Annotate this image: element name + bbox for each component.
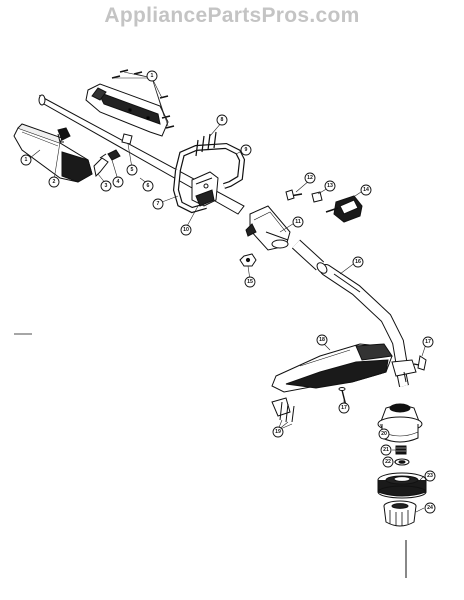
svg-text:1: 1 — [25, 157, 28, 163]
callout-6[interactable]: 6 — [142, 180, 154, 192]
svg-text:16: 16 — [355, 259, 361, 265]
hex-nut[interactable] — [239, 253, 257, 267]
svg-text:5: 5 — [131, 167, 134, 173]
guard-bracket[interactable] — [391, 355, 427, 383]
throttle-spring[interactable] — [107, 149, 121, 161]
callout-17-lower[interactable]: 17 — [338, 402, 350, 414]
coupler-bolt[interactable] — [285, 189, 303, 201]
callout-21[interactable]: 21 — [380, 444, 392, 456]
svg-text:3: 3 — [105, 183, 108, 189]
line-spool[interactable] — [377, 472, 427, 499]
svg-text:23: 23 — [427, 473, 433, 479]
svg-text:10: 10 — [183, 227, 189, 233]
svg-text:12: 12 — [307, 175, 313, 181]
svg-text:21: 21 — [383, 447, 389, 453]
svg-text:15: 15 — [247, 279, 253, 285]
svg-text:13: 13 — [327, 183, 333, 189]
handle-housing-left[interactable] — [13, 123, 93, 183]
line-cutter-blade[interactable] — [271, 397, 295, 423]
spring[interactable] — [395, 445, 407, 455]
callout-12[interactable]: 12 — [304, 172, 316, 184]
coupler-pin[interactable] — [311, 191, 323, 203]
svg-text:8: 8 — [221, 117, 224, 123]
callout-13[interactable]: 13 — [324, 180, 336, 192]
callout-1-top[interactable]: 1 — [146, 70, 158, 82]
callout-20[interactable]: 20 — [378, 428, 390, 440]
callout-23[interactable]: 23 — [424, 470, 436, 482]
callout-19[interactable]: 19 — [272, 426, 284, 438]
callout-17-upper[interactable]: 17 — [422, 336, 434, 348]
callout-14[interactable]: 14 — [360, 184, 372, 196]
lockout-button[interactable] — [121, 133, 133, 145]
svg-text:7: 7 — [157, 201, 160, 207]
callout-3[interactable]: 3 — [100, 180, 112, 192]
handle-screws[interactable] — [195, 131, 217, 157]
svg-text:17: 17 — [341, 405, 347, 411]
callout-4[interactable]: 4 — [112, 176, 124, 188]
callout-24[interactable]: 24 — [424, 502, 436, 514]
callout-8[interactable]: 8 — [216, 114, 228, 126]
spool-cover[interactable] — [377, 403, 423, 443]
svg-text:20: 20 — [381, 431, 387, 437]
callout-7[interactable]: 7 — [152, 198, 164, 210]
callout-5[interactable]: 5 — [126, 164, 138, 176]
watermark-text: AppliancePartsPros.com — [104, 4, 360, 27]
svg-text:18: 18 — [319, 337, 325, 343]
svg-text:24: 24 — [427, 505, 433, 511]
throttle-lever[interactable] — [93, 153, 109, 178]
housing-screws[interactable] — [111, 69, 175, 129]
callout-11[interactable]: 11 — [292, 216, 304, 228]
callout-1-left[interactable]: 1 — [20, 154, 32, 166]
svg-text:2: 2 — [53, 179, 56, 185]
callout-2[interactable]: 2 — [48, 176, 60, 188]
svg-text:11: 11 — [295, 219, 301, 225]
coupler-knob[interactable] — [325, 195, 363, 223]
svg-text:22: 22 — [385, 459, 391, 465]
callout-10[interactable]: 10 — [180, 224, 192, 236]
debris-guard[interactable] — [271, 343, 393, 393]
svg-text:19: 19 — [275, 429, 281, 435]
svg-text:1: 1 — [151, 73, 154, 79]
shaft-coupler[interactable] — [245, 205, 291, 251]
svg-text:4: 4 — [117, 179, 120, 185]
callout-9[interactable]: 9 — [240, 144, 252, 156]
svg-text:6: 6 — [147, 183, 150, 189]
svg-text:14: 14 — [363, 187, 369, 193]
trigger-switch[interactable] — [57, 127, 71, 143]
svg-text:9: 9 — [245, 147, 248, 153]
bump-knob[interactable] — [383, 500, 417, 527]
washer[interactable] — [394, 458, 410, 466]
callout-18[interactable]: 18 — [316, 334, 328, 346]
handle-clamp[interactable] — [191, 171, 219, 207]
svg-text:17: 17 — [425, 339, 431, 345]
callout-16[interactable]: 16 — [352, 256, 364, 268]
handle-housing-upper[interactable] — [85, 83, 169, 137]
callout-22[interactable]: 22 — [382, 456, 394, 468]
callout-15[interactable]: 15 — [244, 276, 256, 288]
